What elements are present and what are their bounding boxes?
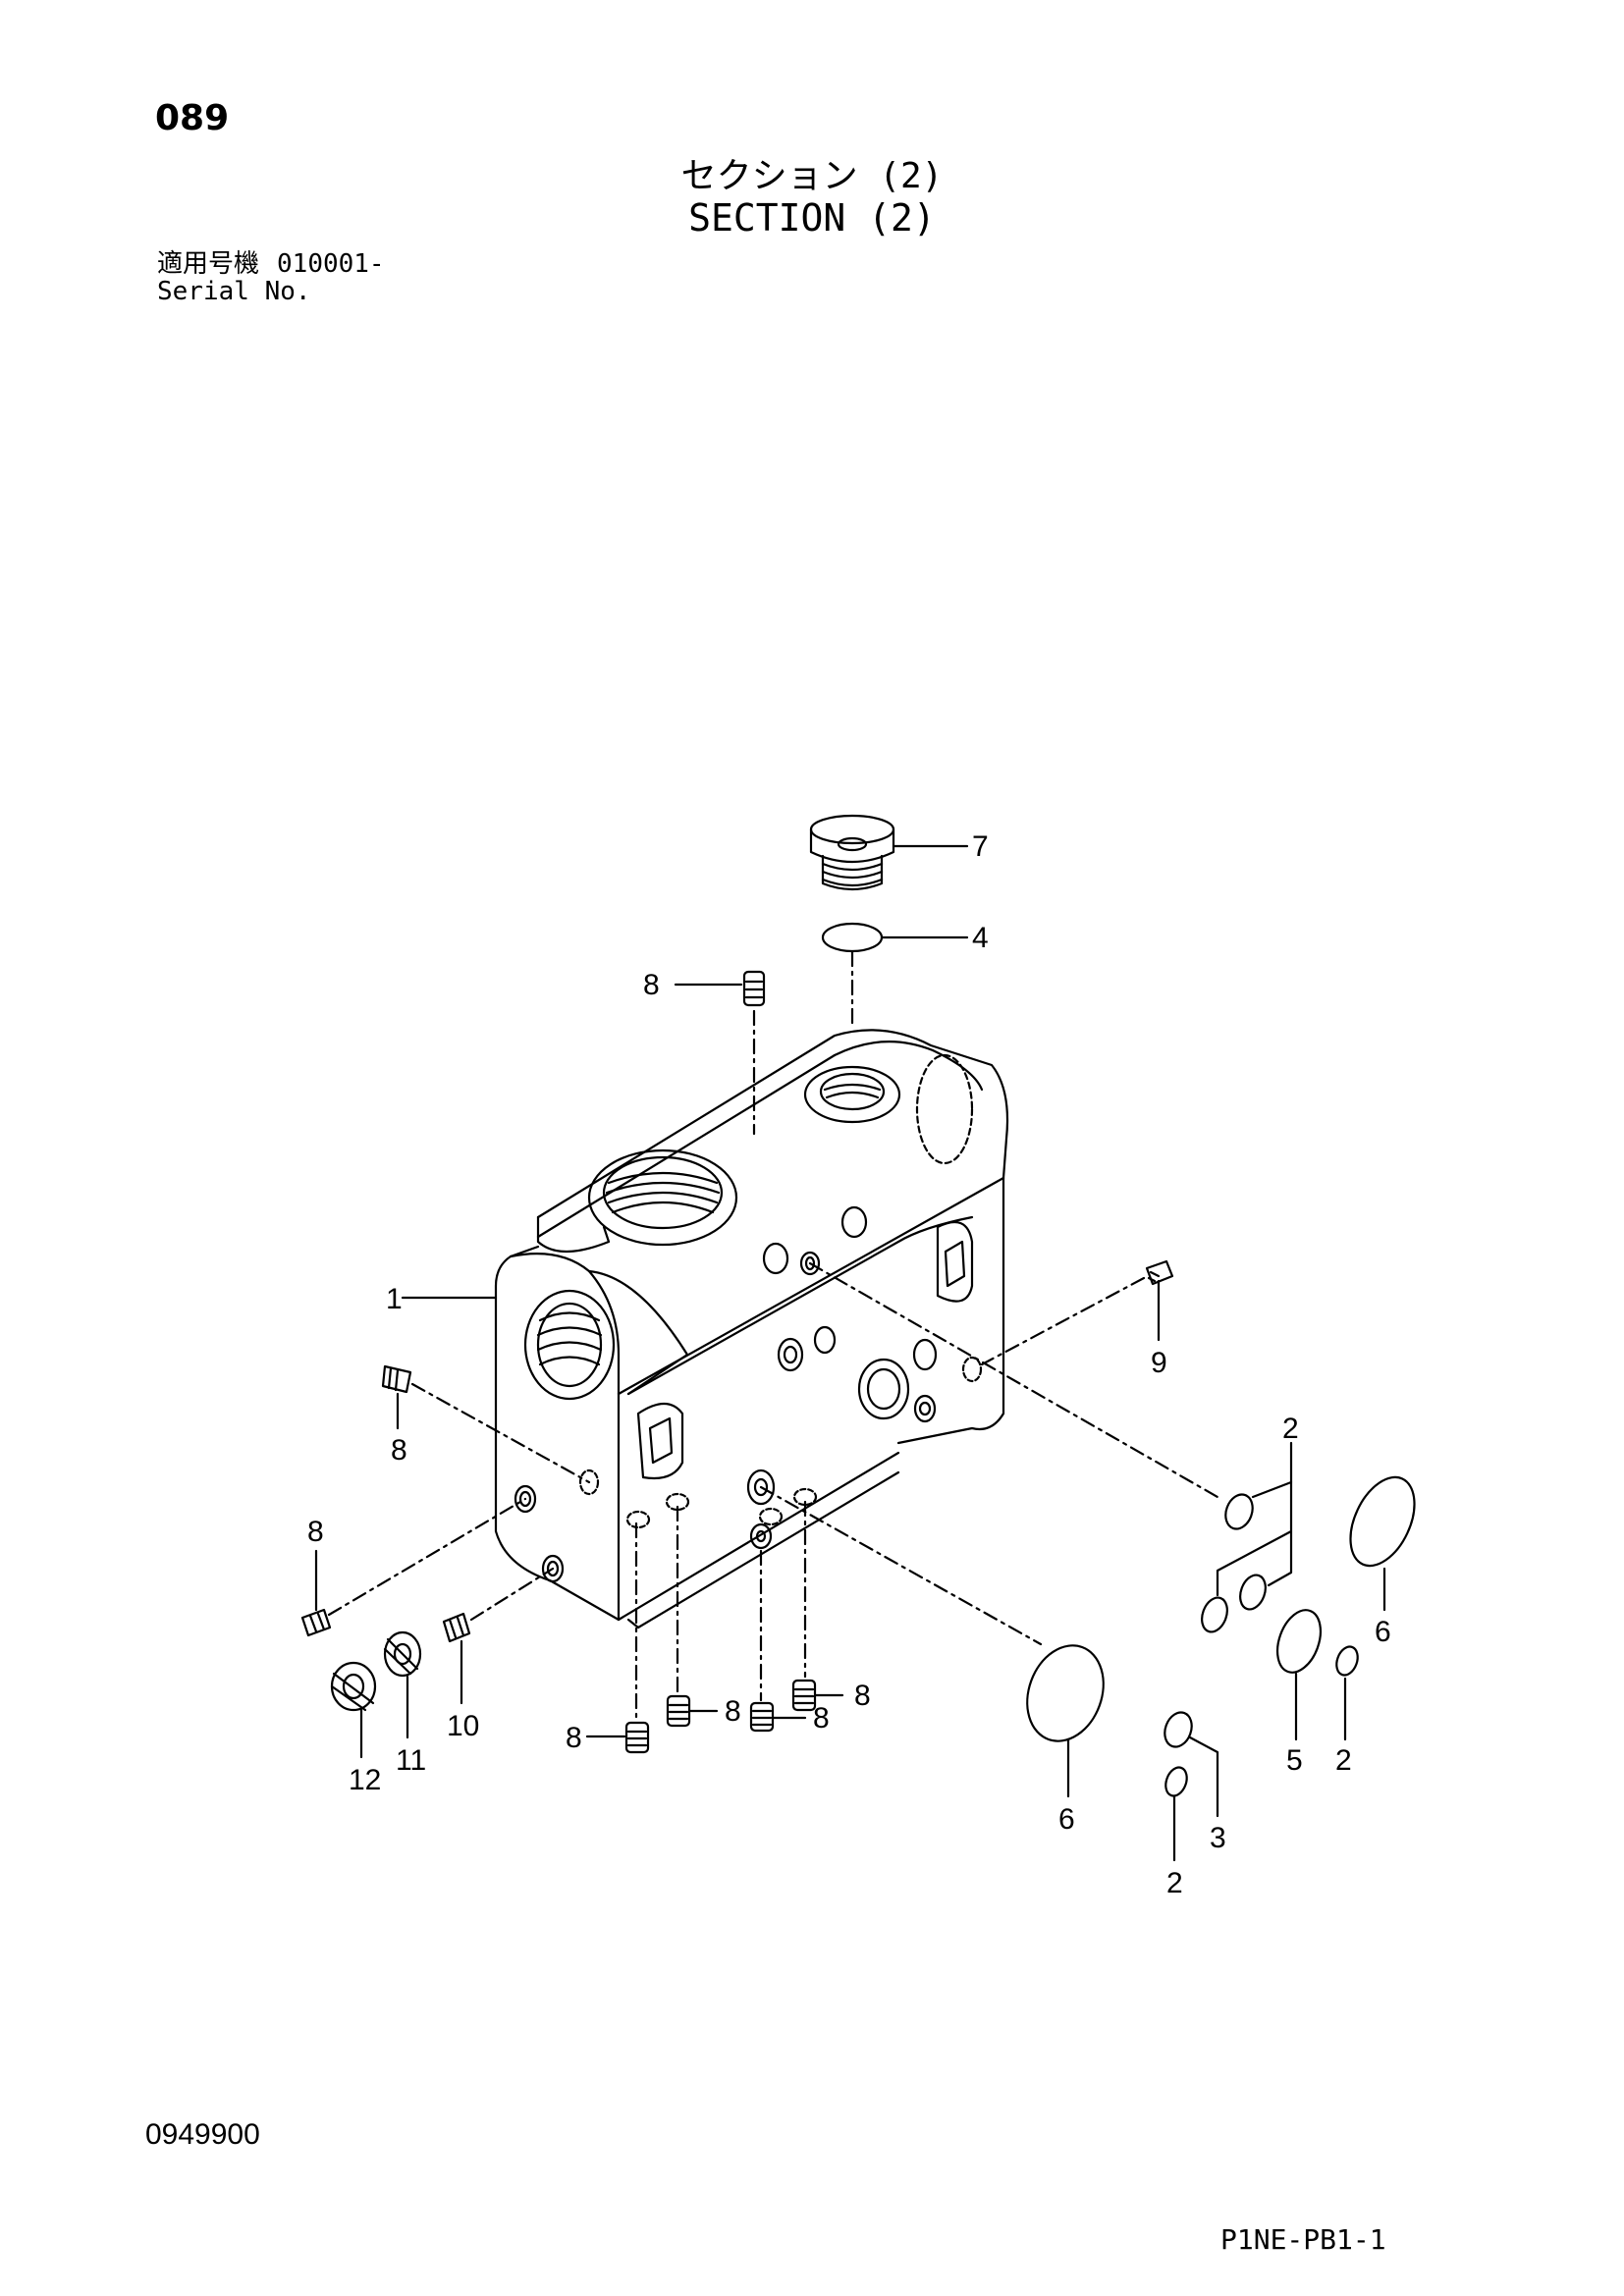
- callout-8: 8: [566, 1722, 582, 1754]
- callout-11: 11: [396, 1744, 426, 1777]
- callout-8: 8: [725, 1695, 741, 1728]
- part-7-plug: [809, 814, 895, 891]
- drawing-code: P1NE-PB1-1: [1220, 2223, 1386, 2256]
- serial-label-jp: 適用号機: [157, 249, 260, 279]
- callout-7: 7: [972, 830, 989, 863]
- callout-2: 2: [1166, 1867, 1183, 1899]
- part-5-o-ring: [1275, 1609, 1323, 1674]
- part-2-o-ring-d: [1335, 1645, 1359, 1677]
- part-8-plug-bottom-1: [624, 1721, 650, 1754]
- part-10-plug: [442, 1612, 471, 1643]
- part-8-plug-bottom-3: [749, 1701, 775, 1733]
- serial-info: 適用号機 010001- Serial No.: [157, 250, 403, 305]
- serial-label-en: Serial No.: [157, 277, 311, 306]
- callout-8: 8: [813, 1702, 830, 1735]
- document-number: 0949900: [145, 2118, 260, 2151]
- title-english: SECTION (2): [688, 196, 936, 240]
- callout-8: 8: [854, 1680, 871, 1712]
- callout-12: 12: [349, 1764, 381, 1796]
- part-2-o-ring-c: [1239, 1574, 1267, 1611]
- part-8-plug-top: [742, 970, 766, 1007]
- callout-1: 1: [386, 1283, 403, 1315]
- callout-2: 2: [1335, 1744, 1352, 1777]
- part-9-plug: [1145, 1259, 1174, 1286]
- callout-3: 3: [1210, 1822, 1226, 1854]
- callout-10: 10: [447, 1710, 479, 1742]
- part-8-plug-bottom-2: [666, 1694, 691, 1728]
- part-2-o-ring-e: [1164, 1766, 1188, 1797]
- page-number: 089: [155, 98, 230, 138]
- part-4-o-ring: [821, 922, 884, 953]
- part-2-o-ring-b: [1201, 1596, 1228, 1633]
- part-2-o-ring-a: [1224, 1493, 1254, 1530]
- callout-labels: 1 7 4 8 9 8 8 2 6 8 8 8 8 10 11 12 6 5 2…: [307, 830, 1391, 1899]
- callout-2: 2: [1282, 1413, 1299, 1445]
- part-8-plug-left-upper: [381, 1364, 412, 1394]
- part-6-o-ring-lower: [1026, 1644, 1105, 1742]
- callout-8: 8: [643, 969, 660, 1001]
- part-11-seal: [383, 1630, 422, 1678]
- part-8-plug-left-lower: [300, 1608, 332, 1637]
- callout-5: 5: [1286, 1744, 1303, 1777]
- callout-6: 6: [1375, 1616, 1391, 1648]
- callout-8: 8: [391, 1434, 407, 1467]
- part-6-o-ring-upper: [1349, 1475, 1416, 1568]
- callout-6: 6: [1058, 1803, 1075, 1836]
- callout-8: 8: [307, 1516, 324, 1548]
- part-1-valve-body: [494, 1029, 1009, 1629]
- part-8-plug-bottom-4: [791, 1679, 817, 1712]
- part-3-backup-ring: [1164, 1711, 1193, 1748]
- callout-4: 4: [972, 922, 989, 954]
- part-12-seal: [330, 1661, 377, 1712]
- serial-value: 010001-: [277, 249, 385, 279]
- title-japanese: セクション (2): [680, 156, 944, 196]
- callout-9: 9: [1151, 1347, 1167, 1379]
